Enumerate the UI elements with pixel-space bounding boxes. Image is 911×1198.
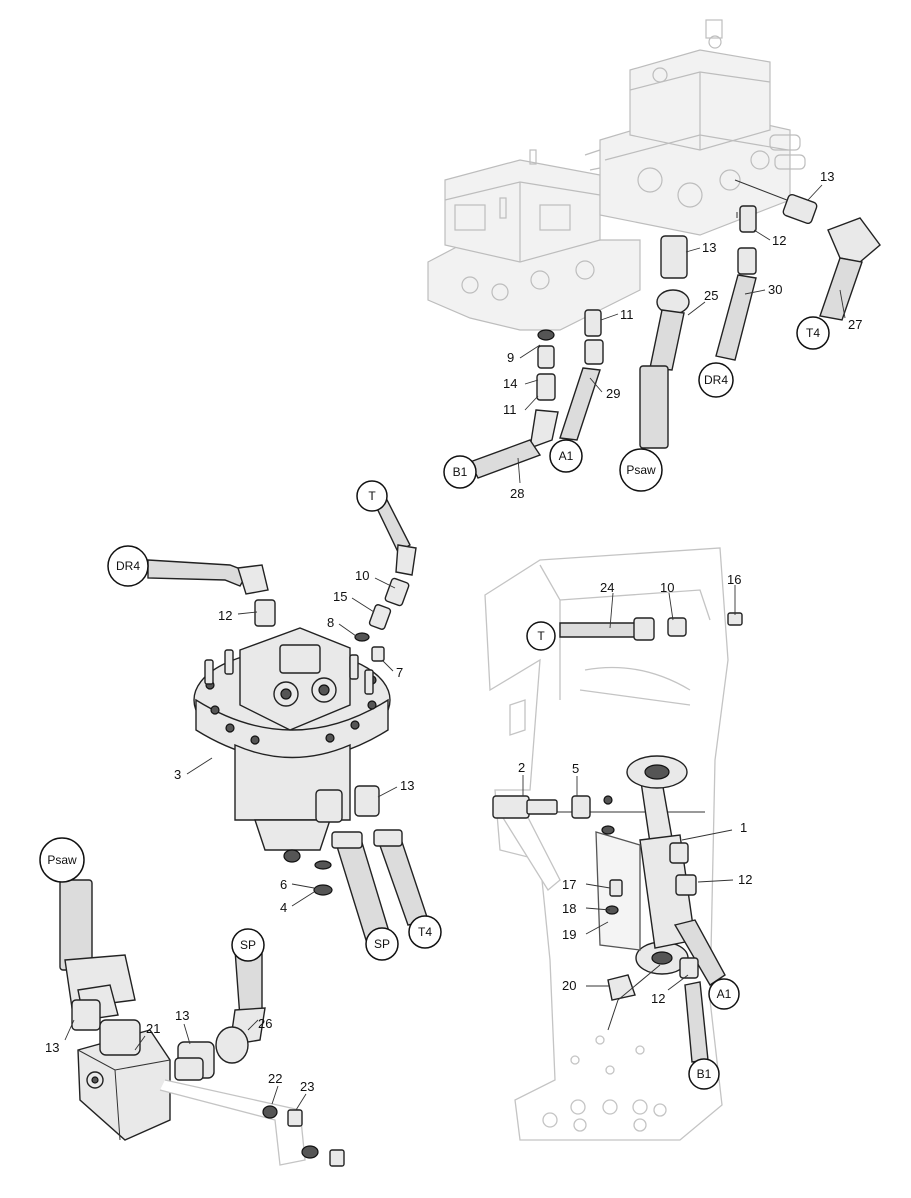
port-tag-psaw-valve: Psaw <box>47 853 77 867</box>
tag-circle-psaw-top <box>619 448 663 492</box>
tag-circle-dr4-top <box>698 362 734 398</box>
callout-21: 21 <box>146 1021 160 1036</box>
tag-circle-dr4-motor <box>107 545 149 587</box>
callout-24: 24 <box>600 580 614 595</box>
callout-8: 8 <box>327 615 334 630</box>
frame-cylinder-assembly <box>484 547 743 1141</box>
callout-12-frame: 12 <box>738 872 752 887</box>
callout-6: 6 <box>280 877 287 892</box>
callout-numbers: 13 12 13 11 25 30 27 9 14 11 29 28 10 15… <box>45 169 862 1094</box>
tag-circle-t-motor <box>356 480 388 512</box>
callout-10-frame: 10 <box>660 580 674 595</box>
callout-13-top-right: 13 <box>820 169 834 184</box>
tag-circle-sp-motor <box>365 927 399 961</box>
callout-18: 18 <box>562 901 576 916</box>
port-tag-psaw-top: Psaw <box>626 463 656 477</box>
callout-28: 28 <box>510 486 524 501</box>
callout-30: 30 <box>768 282 782 297</box>
callout-13-valve: 13 <box>175 1008 189 1023</box>
callout-2: 2 <box>518 760 525 775</box>
callout-12-bottom: 12 <box>651 991 665 1006</box>
hydraulic-motor-assembly <box>147 495 429 941</box>
callout-23: 23 <box>300 1079 314 1094</box>
port-tag-dr4-top: DR4 <box>704 373 728 387</box>
callout-27: 27 <box>848 317 862 332</box>
tag-circle-a1-top <box>549 439 583 473</box>
top-fittings <box>469 179 881 479</box>
callout-10-motor: 10 <box>355 568 369 583</box>
port-tag-b1-top: B1 <box>453 465 468 479</box>
port-tags: B1 A1 Psaw DR4 T4 T DR4 SP T4 T A1 B1 Ps… <box>39 316 830 1090</box>
tag-circle-b1-frame <box>688 1058 720 1090</box>
callout-12-top: 12 <box>772 233 786 248</box>
tag-circle-t4-motor <box>408 915 442 949</box>
callout-1: 1 <box>740 820 747 835</box>
port-tag-a1-top: A1 <box>559 449 574 463</box>
port-tag-b1-frame: B1 <box>697 1067 712 1081</box>
callout-12-motor: 12 <box>218 608 232 623</box>
callout-7: 7 <box>396 665 403 680</box>
tag-circle-a1-frame <box>708 978 740 1010</box>
port-tag-t-frame: T <box>537 629 545 643</box>
callout-4: 4 <box>280 900 287 915</box>
tag-circle-t4-top <box>796 316 830 350</box>
tag-circle-psaw-valve <box>39 837 85 883</box>
port-tag-dr4-motor: DR4 <box>116 559 140 573</box>
callout-25: 25 <box>704 288 718 303</box>
callout-22: 22 <box>268 1071 282 1086</box>
callout-9: 9 <box>507 350 514 365</box>
callout-16: 16 <box>727 572 741 587</box>
port-tag-sp-motor: SP <box>374 937 390 951</box>
port-tag-t-motor: T <box>368 489 376 503</box>
port-tag-a1-frame: A1 <box>717 987 732 1001</box>
callout-14: 14 <box>503 376 517 391</box>
callout-17: 17 <box>562 877 576 892</box>
port-tag-t4-motor: T4 <box>418 925 432 939</box>
port-tag-sp-valve: SP <box>240 938 256 952</box>
callout-5: 5 <box>572 761 579 776</box>
callout-13-motor: 13 <box>400 778 414 793</box>
callout-29: 29 <box>606 386 620 401</box>
tag-circle-b1-top <box>443 455 477 489</box>
valve-block-21 <box>59 879 345 1167</box>
callout-26: 26 <box>258 1016 272 1031</box>
callout-15: 15 <box>333 589 347 604</box>
callout-11-left: 11 <box>503 402 517 417</box>
callout-20: 20 <box>562 978 576 993</box>
callout-11-top: 11 <box>620 307 634 322</box>
callout-13-top: 13 <box>702 240 716 255</box>
tag-circle-sp-valve <box>231 928 265 962</box>
callout-3: 3 <box>174 767 181 782</box>
valve-block-assembly <box>427 19 806 331</box>
port-tag-t4-top: T4 <box>806 326 820 340</box>
leader-lines <box>64 184 846 1111</box>
callout-13-valve-left: 13 <box>45 1040 59 1055</box>
callout-19: 19 <box>562 927 576 942</box>
tag-circle-t-frame <box>526 621 556 651</box>
